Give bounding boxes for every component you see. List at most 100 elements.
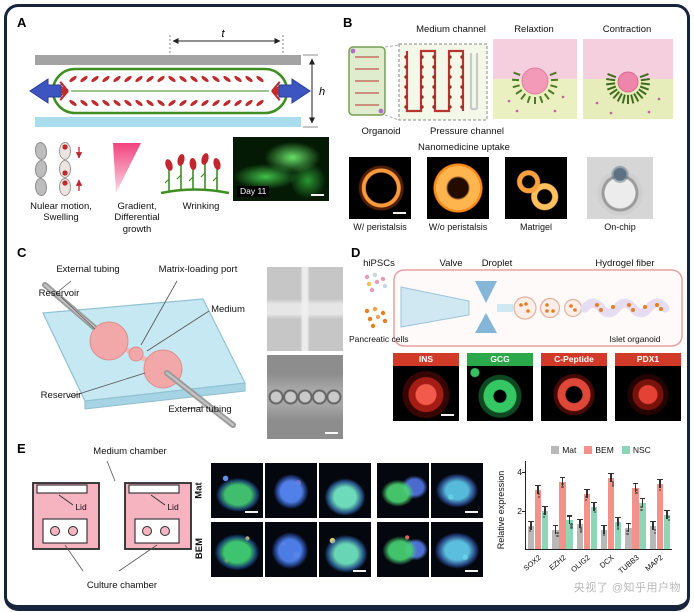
substrate-layer [35, 117, 301, 127]
uptake-label-1: W/ peristalsis [353, 222, 407, 232]
panel-e: E Medium chamber Lid Lid Culture chamber… [15, 441, 683, 601]
fiber-cell-clusters [595, 303, 663, 312]
marker-label-pdx1: PDX1 [615, 353, 681, 366]
bar-NSC-MAP2 [663, 509, 671, 549]
figure-frame: A t h [4, 4, 690, 611]
legend-item-BEM: BEM [584, 445, 614, 455]
panel-b-label: B [343, 15, 353, 30]
chart-ylabel: Relative expression [496, 470, 506, 550]
bar-BEM-SOX2 [534, 484, 543, 549]
medium-channel-label: Medium channel [416, 24, 486, 35]
villi-decoration [511, 71, 559, 104]
villi-decoration [606, 72, 650, 104]
capsule-schematic: t h [29, 28, 325, 128]
wrinkling-icon [160, 163, 230, 195]
bar-NSC-SOX2 [541, 505, 550, 549]
reservoir-top-well [89, 321, 129, 361]
bar-Mat-EZH2 [552, 524, 560, 549]
uptake-image-wo-peristalsis [427, 157, 489, 219]
pancreatic-cells-label: Pancreatic cells [349, 334, 409, 344]
ins-fluorescence [393, 366, 459, 421]
marker-label-gcg: GCG [467, 353, 533, 366]
panel-d-label: D [351, 245, 361, 260]
hipscs-label: hiPSCs [363, 258, 395, 269]
bem-image-4 [377, 522, 429, 577]
microchannel-photo-bottom [267, 355, 343, 439]
organoid-label: Organoid [361, 126, 401, 137]
mechanism-icons [34, 142, 230, 196]
cell-leaves-decoration [56, 75, 284, 107]
hipsc-cluster-icon [364, 272, 388, 293]
bar-NSC-DCX [614, 517, 623, 549]
on-chip-photo [587, 157, 653, 219]
panel-c: C External tubing Matrix-loading port [15, 245, 345, 439]
pancreatic-cluster-icon [364, 306, 388, 329]
nuclear-motion-icon [34, 142, 83, 196]
panel-a: A t h [15, 15, 335, 243]
caption-nuclear-motion: Nulear motion, Swelling [30, 201, 92, 224]
mat-image-1 [211, 463, 263, 518]
uptake-label-2: W/o peristalsis [428, 222, 488, 232]
uptake-image-w-peristalsis [349, 157, 411, 219]
bar-Mat-SOX2 [527, 521, 536, 549]
caption-wrinkling: Wrinking [182, 201, 220, 212]
contraction-image [583, 39, 673, 119]
bem-image-1 [211, 522, 263, 577]
bem-image-5 [431, 522, 483, 577]
lid-right [128, 484, 180, 494]
hydrogel-fiber-label: Hydrogel fiber [595, 258, 655, 269]
bar-Mat-TUBB3 [625, 522, 633, 549]
bar-NSC-OLIG2 [590, 501, 598, 549]
marker-image-pdx1: PDX1 [615, 353, 681, 421]
mat-image-5 [431, 463, 483, 518]
relaxation-label: Relaxtion [514, 24, 554, 35]
marker-image-ins: INS [393, 353, 459, 421]
matrix-loading-port-label: Matrix-loading port [158, 264, 238, 275]
day11-fluorescence-image: Day 11 [233, 137, 329, 201]
peristaltic-chip-schematic [348, 43, 488, 121]
bar-BEM-MAP2 [656, 478, 664, 549]
bem-image-3 [319, 522, 371, 577]
bar-NSC-EZH2 [566, 515, 574, 549]
mat-image-3 [319, 463, 371, 518]
encapsulated-cells [519, 302, 577, 313]
nanomedicine-uptake-label: Nanomedicine uptake [418, 142, 510, 153]
marker-label-ins: INS [393, 353, 459, 366]
tension-arrow-right-icon [278, 78, 311, 104]
leader-lines [58, 280, 210, 410]
culture-chamber-schematic [32, 460, 192, 572]
external-tubing-top-label: External tubing [56, 264, 120, 275]
insert-right [134, 518, 180, 544]
medium-label: Medium [211, 304, 245, 315]
droplet-1 [513, 296, 537, 320]
cell-clusters [364, 272, 388, 329]
panel-e-label: E [17, 441, 26, 456]
chip-zoom-box [398, 43, 488, 121]
relaxation-image [493, 39, 577, 119]
pressure-channel-lines [469, 53, 479, 111]
dimension-t-label: t [221, 28, 225, 40]
inlet-funnel [400, 286, 470, 328]
bar-Mat-OLIG2 [576, 519, 584, 549]
lid-left-label: Lid [75, 502, 87, 512]
pdx1-fluorescence [615, 366, 681, 421]
marker-label-cpeptide: C-Peptide [541, 353, 607, 366]
mat-image-4 [377, 463, 429, 518]
legend-item-NSC: NSC [621, 445, 651, 455]
matrix-port-well [128, 346, 144, 362]
medium-serpentine-channel [405, 49, 465, 113]
caption-gradient: Gradient, Differential growth [114, 201, 160, 235]
y-tick-label: 4 [517, 467, 522, 478]
row-label-bem: BEM [194, 537, 206, 560]
panel-d: D hiPSCs Valve Droplet Hydrogel fiber [349, 245, 685, 439]
insert-left [42, 518, 88, 544]
device-outline [393, 269, 683, 347]
tension-arrow-left-icon [29, 78, 62, 104]
row-label-mat: Mat [193, 482, 205, 499]
bar-NSC-TUBB3 [639, 498, 647, 549]
y-tick-label: 2 [517, 505, 522, 516]
organoid-dots-decoration [404, 55, 464, 109]
